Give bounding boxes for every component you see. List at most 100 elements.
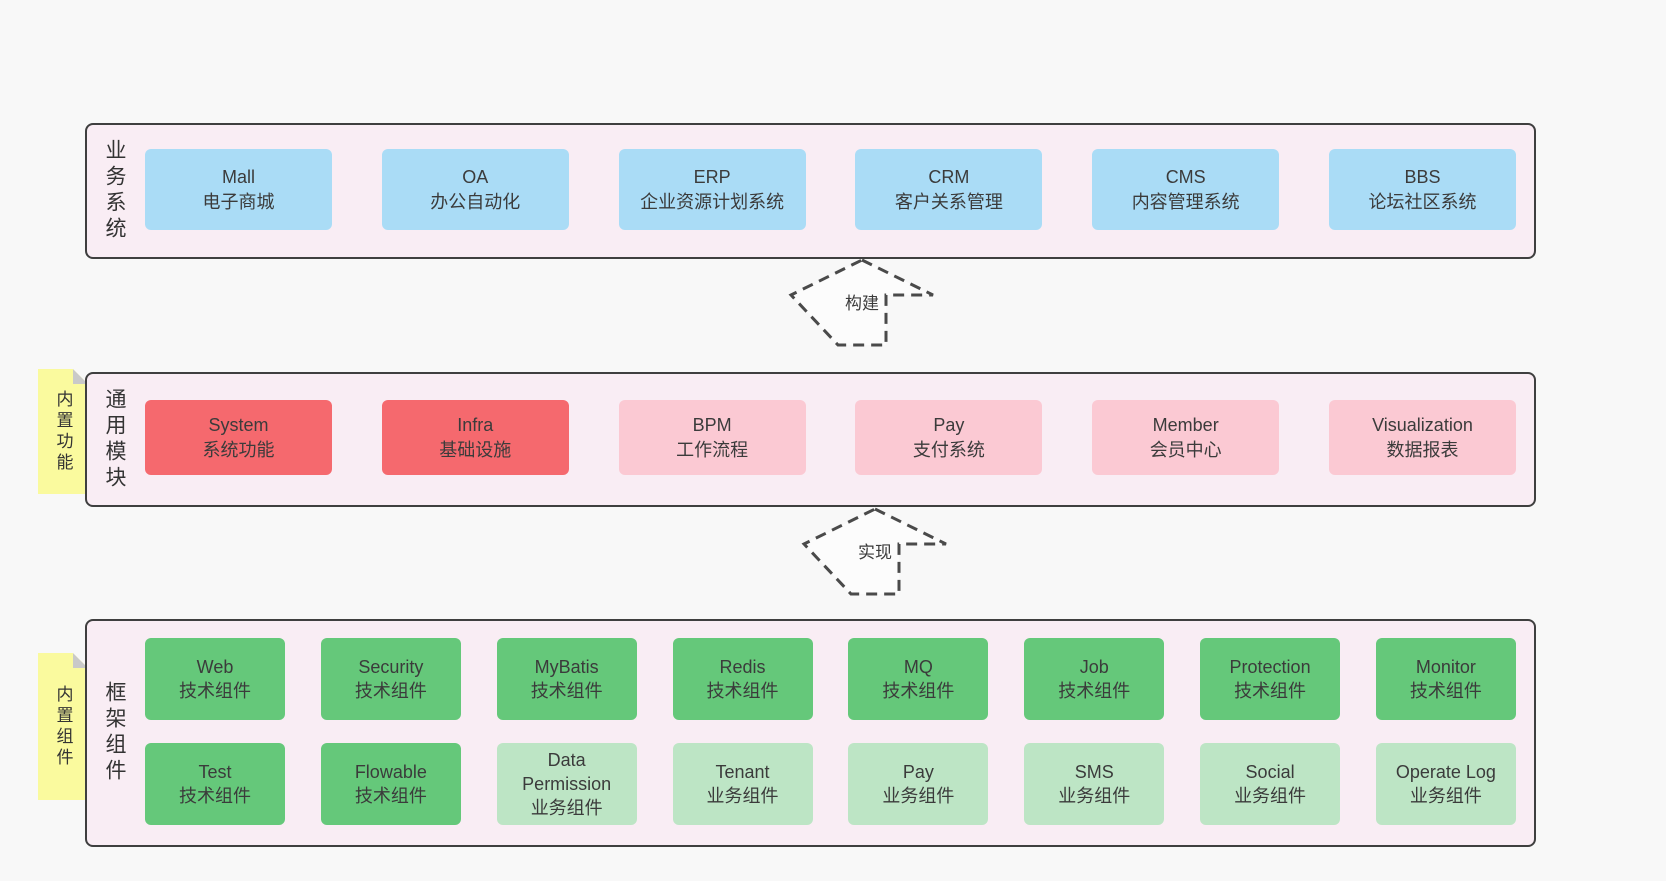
box-web-title: Web <box>196 657 234 677</box>
components-row-1: Web 技术组件 Security 技术组件 MyBatis 技术组件 Redi… <box>145 638 1516 720</box>
box-pay-module-title: Pay <box>933 414 965 435</box>
arrow-implement-label: 实现 <box>858 543 892 562</box>
box-visualization: Visualization 数据报表 <box>1328 400 1516 475</box>
box-tenant-title: Tenant <box>715 762 770 782</box>
section-business-systems: 业务系统 Mall 电子商城 OA 办公自动化 ERP 企业资源计划系统 CRM… <box>85 123 1536 259</box>
box-bbs: BBS 论坛社区系统 <box>1328 149 1516 230</box>
section-components-label: 框架组件 <box>103 681 126 785</box>
box-mq: MQ 技术组件 <box>848 638 989 720</box>
box-pay-component: Pay 业务组件 <box>848 743 989 825</box>
box-sms-title: SMS <box>1074 762 1114 782</box>
box-test: Test 技术组件 <box>145 743 285 825</box>
box-test-title: Test <box>198 762 232 782</box>
sticky-tab-builtin-components: 内置组件 <box>38 653 88 800</box>
arrow-build-shape <box>788 258 934 347</box>
box-social: Social 业务组件 <box>1200 743 1341 825</box>
box-redis: Redis 技术组件 <box>672 638 813 720</box>
box-protection-title: Protection <box>1229 657 1311 677</box>
box-sms: SMS 业务组件 <box>1024 743 1165 825</box>
box-member: Member 会员中心 <box>1092 400 1280 475</box>
box-protection: Protection 技术组件 <box>1200 638 1341 720</box>
arrow-build: 构建 <box>787 257 937 349</box>
box-job-subtitle: 技术组件 <box>1058 681 1131 701</box>
box-bpm: BPM 工作流程 <box>618 400 806 475</box>
section-common-modules: 通用模块 System 系统功能 Infra 基础设施 BPM 工作流程 Pay… <box>85 372 1536 507</box>
box-mybatis: MyBatis 技术组件 <box>496 638 637 720</box>
box-mall: Mall 电子商城 <box>145 149 332 230</box>
box-mybatis-title: MyBatis <box>534 657 599 677</box>
box-member-subtitle: 会员中心 <box>1149 439 1222 460</box>
box-pay-component-subtitle: 业务组件 <box>882 786 955 806</box>
box-redis-title: Redis <box>719 657 766 677</box>
box-erp-subtitle: 企业资源计划系统 <box>640 191 785 212</box>
box-sms-subtitle: 业务组件 <box>1058 786 1131 806</box>
box-operate-log-subtitle: 业务组件 <box>1409 786 1482 806</box>
box-security: Security 技术组件 <box>320 638 461 720</box>
box-pay-module-subtitle: 支付系统 <box>912 439 985 460</box>
box-protection-subtitle: 技术组件 <box>1234 681 1307 701</box>
box-oa-title: OA <box>462 166 489 187</box>
box-pay-component-title: Pay <box>902 762 934 782</box>
box-bpm-subtitle: 工作流程 <box>676 439 749 460</box>
box-security-title: Security <box>358 657 424 677</box>
box-web-subtitle: 技术组件 <box>179 681 251 701</box>
box-flowable: Flowable 技术组件 <box>320 743 461 825</box>
box-infra-subtitle: 基础设施 <box>439 439 512 460</box>
arrow-implement: 实现 <box>800 506 950 598</box>
business-row: Mall 电子商城 OA 办公自动化 ERP 企业资源计划系统 CRM 客户关系… <box>145 149 1516 230</box>
box-member-title: Member <box>1152 414 1219 435</box>
box-monitor-subtitle: 技术组件 <box>1409 681 1482 701</box>
arrow-build-label: 构建 <box>845 294 879 313</box>
components-row-2: Test 技术组件 Flowable 技术组件 Data Permission … <box>145 743 1516 825</box>
box-system-subtitle: 系统功能 <box>202 439 275 460</box>
box-system: System 系统功能 <box>145 400 332 475</box>
box-bbs-subtitle: 论坛社区系统 <box>1368 191 1477 212</box>
sticky-tab-builtin-features-label: 内置功能 <box>53 389 73 474</box>
box-mq-title: MQ <box>903 657 933 677</box>
box-crm-subtitle: 客户关系管理 <box>894 191 1003 212</box>
box-job-title: Job <box>1079 657 1109 677</box>
box-infra: Infra 基础设施 <box>381 400 569 475</box>
box-data-permission-title: Data Permission <box>522 750 612 794</box>
box-crm: CRM 客户关系管理 <box>855 149 1043 230</box>
section-business-label: 业务系统 <box>103 139 126 243</box>
box-data-permission-subtitle: 业务组件 <box>530 798 603 818</box>
box-pay-module: Pay 支付系统 <box>855 400 1043 475</box>
box-mall-subtitle: 电子商城 <box>202 191 275 212</box>
section-framework-components: 框架组件 Web 技术组件 Security 技术组件 MyBatis 技术组件… <box>85 619 1536 847</box>
box-system-title: System <box>208 414 269 435</box>
box-bbs-title: BBS <box>1404 166 1441 187</box>
box-erp: ERP 企业资源计划系统 <box>618 149 806 230</box>
box-mq-subtitle: 技术组件 <box>882 681 955 701</box>
box-crm-title: CRM <box>928 166 970 187</box>
box-oa: OA 办公自动化 <box>381 149 569 230</box>
box-tenant: Tenant 业务组件 <box>672 743 813 825</box>
box-monitor-title: Monitor <box>1415 657 1476 677</box>
box-infra-title: Infra <box>457 414 494 435</box>
box-visualization-subtitle: 数据报表 <box>1386 439 1459 460</box>
box-oa-subtitle: 办公自动化 <box>430 191 521 212</box>
box-web: Web 技术组件 <box>145 638 285 720</box>
box-cms: CMS 内容管理系统 <box>1092 149 1280 230</box>
modules-row: System 系统功能 Infra 基础设施 BPM 工作流程 Pay 支付系统… <box>145 400 1516 475</box>
sticky-tab-builtin-features: 内置功能 <box>38 369 88 494</box>
box-job: Job 技术组件 <box>1024 638 1165 720</box>
box-cms-subtitle: 内容管理系统 <box>1131 191 1240 212</box>
section-modules-label: 通用模块 <box>103 387 126 492</box>
box-data-permission: Data Permission 业务组件 <box>496 743 637 825</box>
box-visualization-title: Visualization <box>1372 414 1473 435</box>
box-erp-title: ERP <box>693 166 731 187</box>
box-mybatis-subtitle: 技术组件 <box>530 681 603 701</box>
box-mall-title: Mall <box>221 166 255 187</box>
box-tenant-subtitle: 业务组件 <box>706 786 779 806</box>
box-bpm-title: BPM <box>692 414 732 435</box>
box-flowable-title: Flowable <box>354 762 427 782</box>
box-operate-log-title: Operate Log <box>1395 762 1496 782</box>
box-monitor: Monitor 技术组件 <box>1375 638 1516 720</box>
box-flowable-subtitle: 技术组件 <box>354 786 427 806</box>
box-redis-subtitle: 技术组件 <box>706 681 779 701</box>
box-test-subtitle: 技术组件 <box>179 786 251 806</box>
box-security-subtitle: 技术组件 <box>354 681 427 701</box>
box-social-title: Social <box>1245 762 1295 782</box>
box-operate-log: Operate Log 业务组件 <box>1375 743 1516 825</box>
